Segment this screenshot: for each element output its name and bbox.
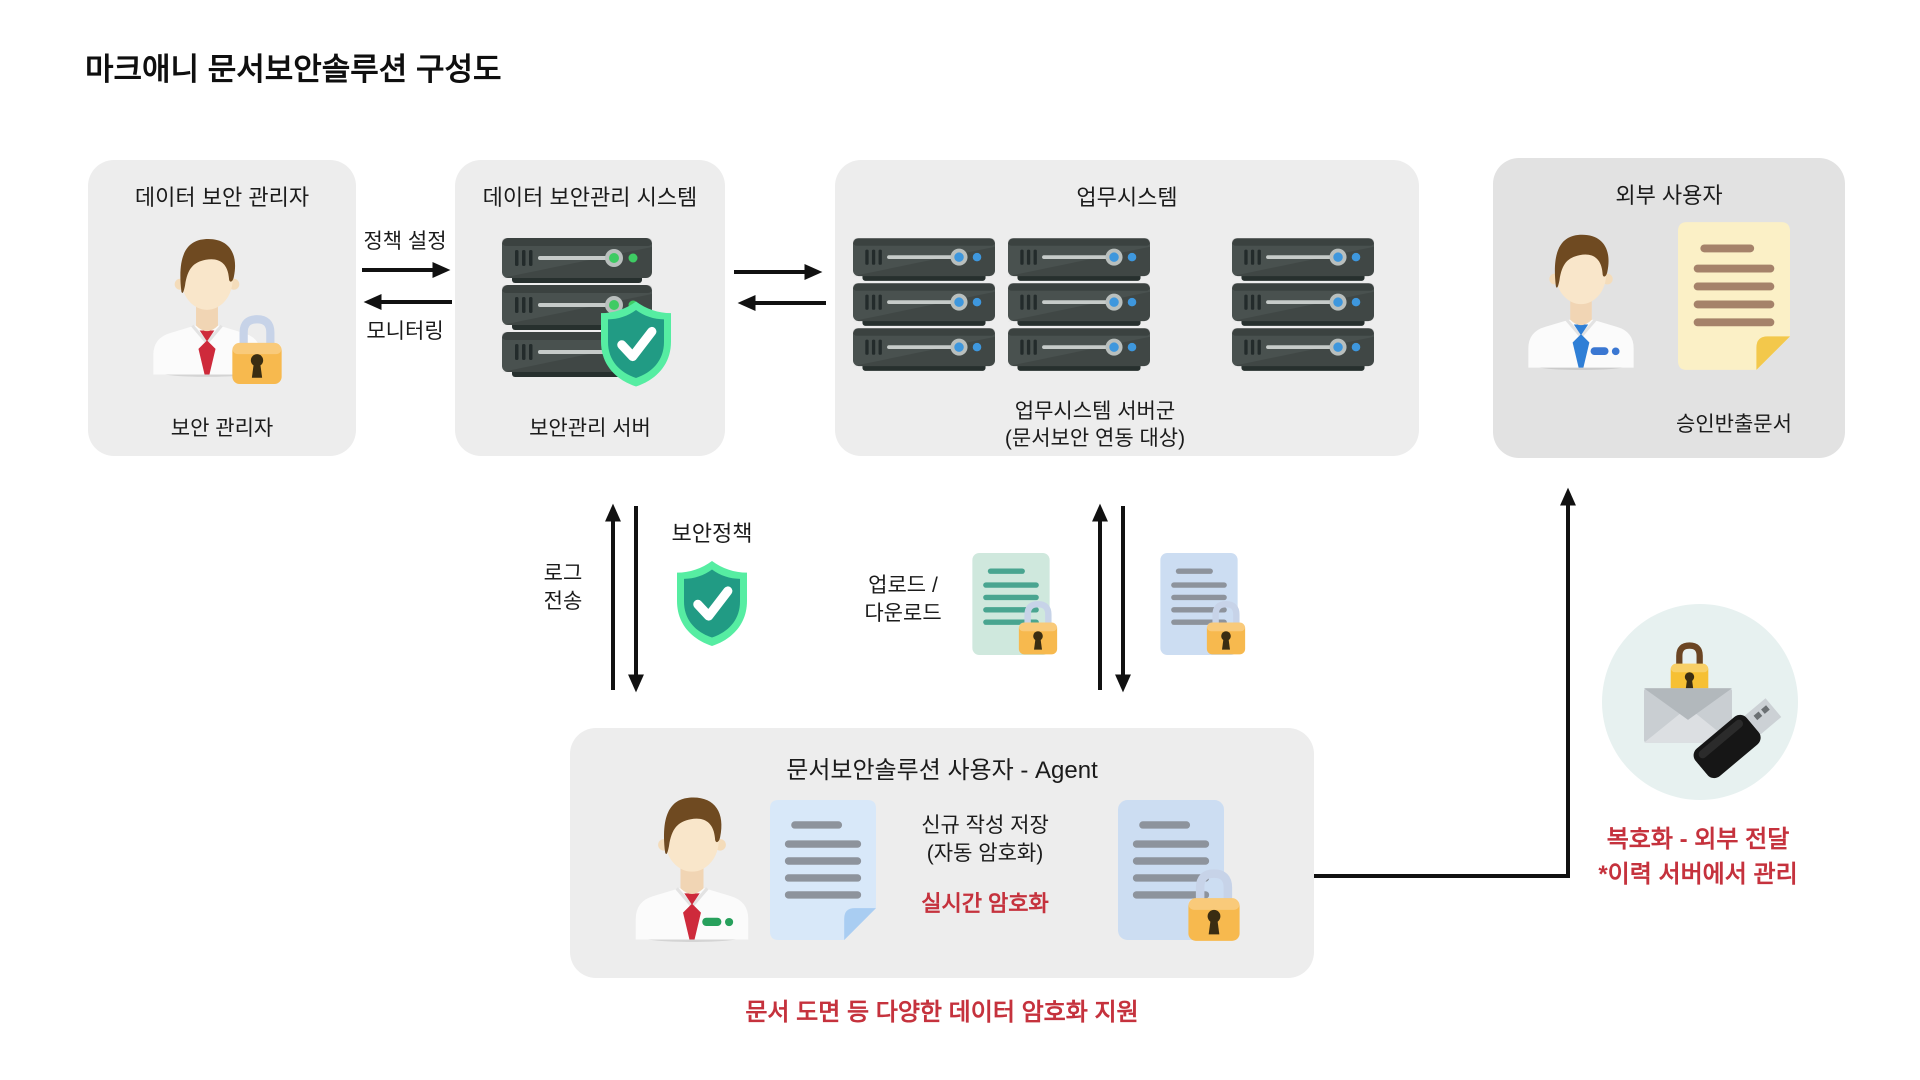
new-save-label: 신규 작성 저장 (자동 암호화): [921, 814, 1049, 865]
page-title: 마크애니 문서보안솔루션 구성도: [85, 52, 502, 87]
log-transfer-label: 로그 전송: [543, 562, 583, 613]
external-transfer-label: 복호화 - 외부 전달 *이력 서버에서 관리: [1598, 826, 1798, 888]
shield-check-icon: [672, 556, 752, 651]
upload-download-label: 업로드 / 다운로드: [864, 574, 942, 625]
monitoring-label: 모니터링: [366, 320, 444, 343]
security-system-box: 데이터 보안관리 시스템 보안관리 서버: [455, 160, 725, 456]
padlock-icon: [1182, 864, 1246, 943]
external-transfer-badge: [1602, 604, 1798, 800]
encrypt-support-caption: 문서 도면 등 다양한 데이터 암호화 지원: [745, 999, 1139, 1026]
document-icon: [770, 798, 876, 942]
security-system-label: 보안관리 서버: [529, 417, 651, 440]
server-icon: [1008, 238, 1150, 372]
external-user-box: 외부 사용자 승인반출문서: [1493, 158, 1845, 458]
arrow-export-to-external: [1314, 487, 1576, 878]
document-icon: [1678, 222, 1790, 370]
business-system-title: 업무시스템: [1076, 185, 1178, 210]
policy-set-label: 정책 설정: [363, 230, 447, 253]
shield-check-icon: [596, 298, 676, 390]
business-system-label: 업무시스템 서버군 (문서보안 연동 대상): [1004, 400, 1186, 450]
server-icon: [1232, 238, 1374, 372]
business-system-box: 업무시스템 업무시스템 서버군 (문서보안 연동 대상): [835, 160, 1419, 456]
admin-box-label: 보안 관리자: [170, 417, 274, 440]
padlock-icon: [1014, 597, 1062, 656]
agent-box-title: 문서보안솔루션 사용자 - Agent: [786, 757, 1098, 784]
person-icon: [628, 786, 756, 942]
agent-box: 문서보안솔루션 사용자 - Agent 신규 작성 저장 (자동 암호화) 실시…: [570, 728, 1314, 978]
security-policy-label: 보안정책: [671, 521, 753, 546]
admin-box: 데이터 보안 관리자 보안 관리자: [88, 160, 356, 456]
padlock-icon: [226, 310, 288, 386]
admin-box-title: 데이터 보안 관리자: [134, 185, 310, 210]
padlock-icon: [1202, 597, 1250, 656]
external-user-label: 승인반출문서: [1676, 413, 1792, 436]
external-user-title: 외부 사용자: [1615, 183, 1723, 208]
server-icon: [853, 238, 995, 372]
security-system-title: 데이터 보안관리 시스템: [482, 185, 698, 210]
person-icon: [1521, 224, 1641, 370]
realtime-encrypt-label: 실시간 암호화: [921, 891, 1049, 916]
